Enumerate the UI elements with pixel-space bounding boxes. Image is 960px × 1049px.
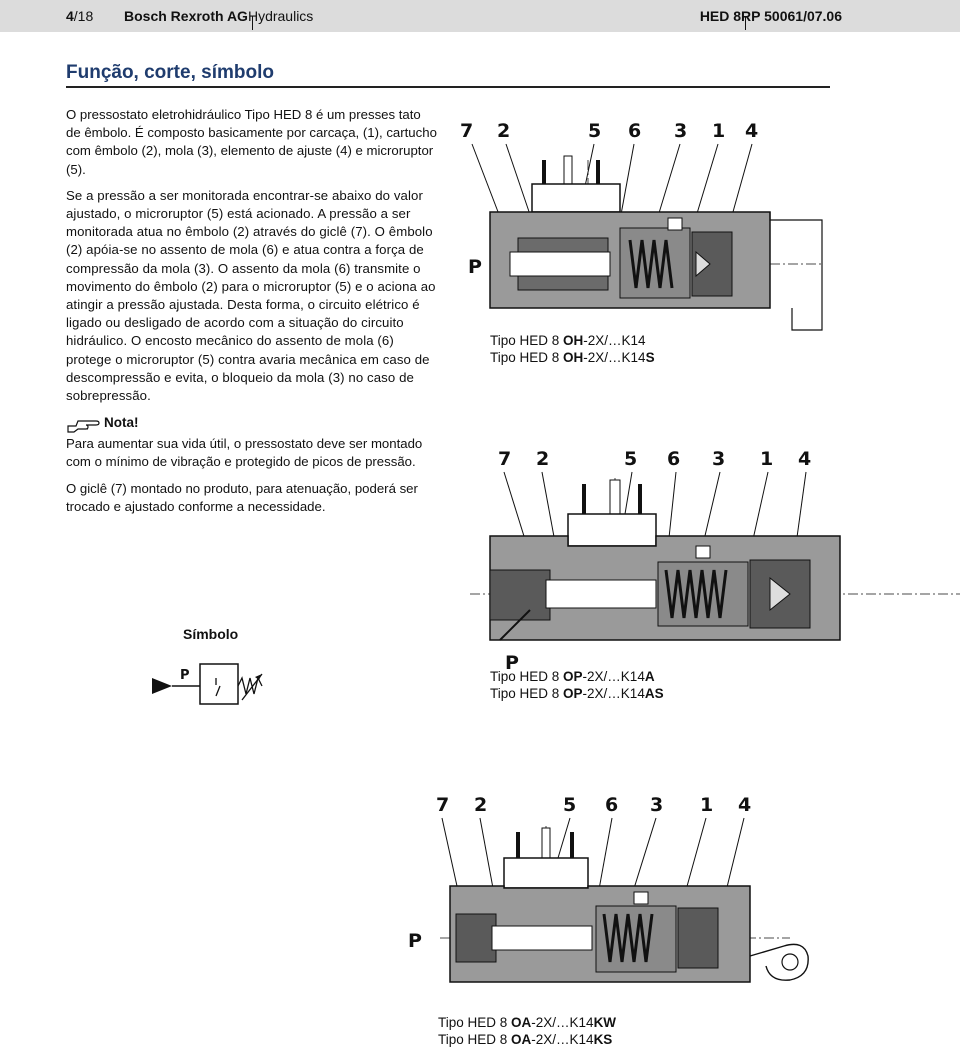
- paragraph-function: Se a pressão a ser monitorada encontrar-…: [66, 187, 436, 404]
- title-rule: [66, 86, 830, 88]
- section-title: Função, corte, símbolo: [66, 62, 274, 83]
- part-label: 7: [498, 448, 512, 470]
- part-label: 7: [460, 120, 474, 142]
- description-text: O pressostato eletrohidráulico Tipo HED …: [66, 106, 438, 524]
- part-label: 3: [712, 448, 726, 470]
- symbol-title: Símbolo: [183, 626, 239, 642]
- part-label: 2: [497, 120, 511, 142]
- pressure-switch-symbol: [152, 663, 263, 705]
- pointing-hand-icon: [67, 420, 100, 433]
- figure-2-caption: Tipo HED 8 OP-2X/…K14A Tipo HED 8 OP-2X/…: [490, 668, 664, 702]
- part-label: 5: [563, 794, 577, 816]
- caption-line: Tipo HED 8 OA-2X/…K14KS: [438, 1032, 613, 1047]
- part-label: 2: [474, 794, 488, 816]
- part-label: 3: [650, 794, 664, 816]
- part-label: 7: [436, 794, 450, 816]
- page-number: 4/18: [66, 8, 94, 24]
- figure-1-cross-section: [471, 143, 823, 331]
- figure-3-cross-section: [440, 817, 809, 983]
- figure-3-caption: Tipo HED 8 OA-2X/…K14KW Tipo HED 8 OA-2X…: [438, 1014, 616, 1048]
- caption-line: Tipo HED 8 OP-2X/…K14A: [490, 669, 655, 684]
- figure-1-caption: Tipo HED 8 OH-2X/…K14 Tipo HED 8 OH-2X/……: [490, 332, 655, 366]
- caption-line: Tipo HED 8 OH-2X/…K14S: [490, 350, 655, 365]
- symbol-port-label: P: [180, 668, 190, 683]
- part-label: 4: [738, 794, 752, 816]
- part-label: 3: [674, 120, 688, 142]
- part-label: 1: [700, 794, 714, 816]
- part-label: 6: [605, 794, 619, 816]
- figure-2-port-label: P: [505, 652, 519, 674]
- paragraph-intro: O pressostato eletrohidráulico Tipo HED …: [66, 107, 437, 177]
- caption-line: Tipo HED 8 OH-2X/…K14: [490, 333, 646, 348]
- note-text-1: Para aumentar sua vida útil, o pressosta…: [66, 436, 423, 470]
- part-label: 4: [745, 120, 759, 142]
- part-label: 4: [798, 448, 812, 470]
- note-text-2: O giclê (7) montado no produto, para ate…: [66, 480, 418, 514]
- part-label: 2: [536, 448, 550, 470]
- figure-1-port-label: P: [468, 256, 482, 278]
- part-label: 1: [712, 120, 726, 142]
- figure-2-cross-section: [470, 471, 960, 641]
- caption-line: Tipo HED 8 OA-2X/…K14KW: [438, 1015, 617, 1030]
- note-label: Nota!: [104, 415, 139, 431]
- part-label: 6: [667, 448, 681, 470]
- figure-3-port-label: P: [408, 930, 422, 952]
- part-label: 5: [588, 120, 602, 142]
- part-label: 5: [624, 448, 638, 470]
- part-label: 1: [760, 448, 774, 470]
- part-label: 6: [628, 120, 642, 142]
- note-heading: Nota!: [66, 413, 438, 433]
- caption-line: Tipo HED 8 OP-2X/…K14AS: [490, 686, 664, 701]
